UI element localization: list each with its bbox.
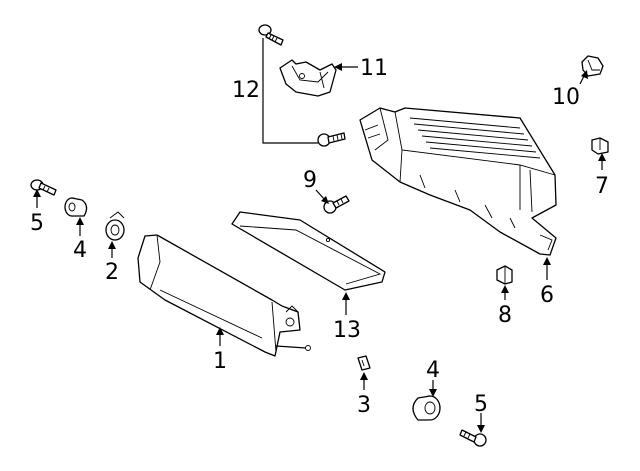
callout-1: 1 [213, 349, 227, 374]
callout-5-right: 5 [474, 392, 488, 417]
clamp-2 [105, 211, 125, 241]
clip-8 [496, 265, 513, 285]
leader-lines [33, 38, 606, 433]
callout-13: 13 [333, 318, 361, 343]
screw-5-right [459, 429, 487, 447]
screw-9 [323, 195, 350, 214]
screw-12-lower [317, 132, 346, 147]
callout-10: 10 [552, 85, 580, 110]
callout-2: 2 [105, 260, 119, 285]
callout-12: 12 [232, 78, 260, 103]
callout-3: 3 [357, 393, 371, 418]
glove-box-bin [359, 107, 557, 256]
callout-11: 11 [360, 56, 388, 81]
callout-4-left: 4 [73, 238, 87, 263]
callout-5-left: 5 [30, 211, 44, 236]
hinge-bracket [279, 59, 337, 97]
glove-box-upper-panel [231, 211, 386, 291]
callout-4-right: 4 [426, 358, 440, 383]
clip-7 [591, 137, 609, 155]
callout-8: 8 [498, 303, 512, 328]
screw-5-left [30, 179, 57, 196]
callout-7: 7 [595, 174, 609, 199]
grommet-4-right [412, 395, 441, 421]
clip-10 [581, 55, 604, 77]
callout-9: 9 [303, 168, 317, 193]
screw-12-top [258, 24, 284, 46]
glove-box-door [137, 234, 311, 357]
callout-labels: 1 2 3 4 4 5 5 6 7 8 9 10 11 12 13 [30, 56, 609, 418]
callout-6: 6 [540, 283, 554, 308]
clip-3 [357, 355, 371, 371]
grommet-4-left [64, 197, 88, 217]
